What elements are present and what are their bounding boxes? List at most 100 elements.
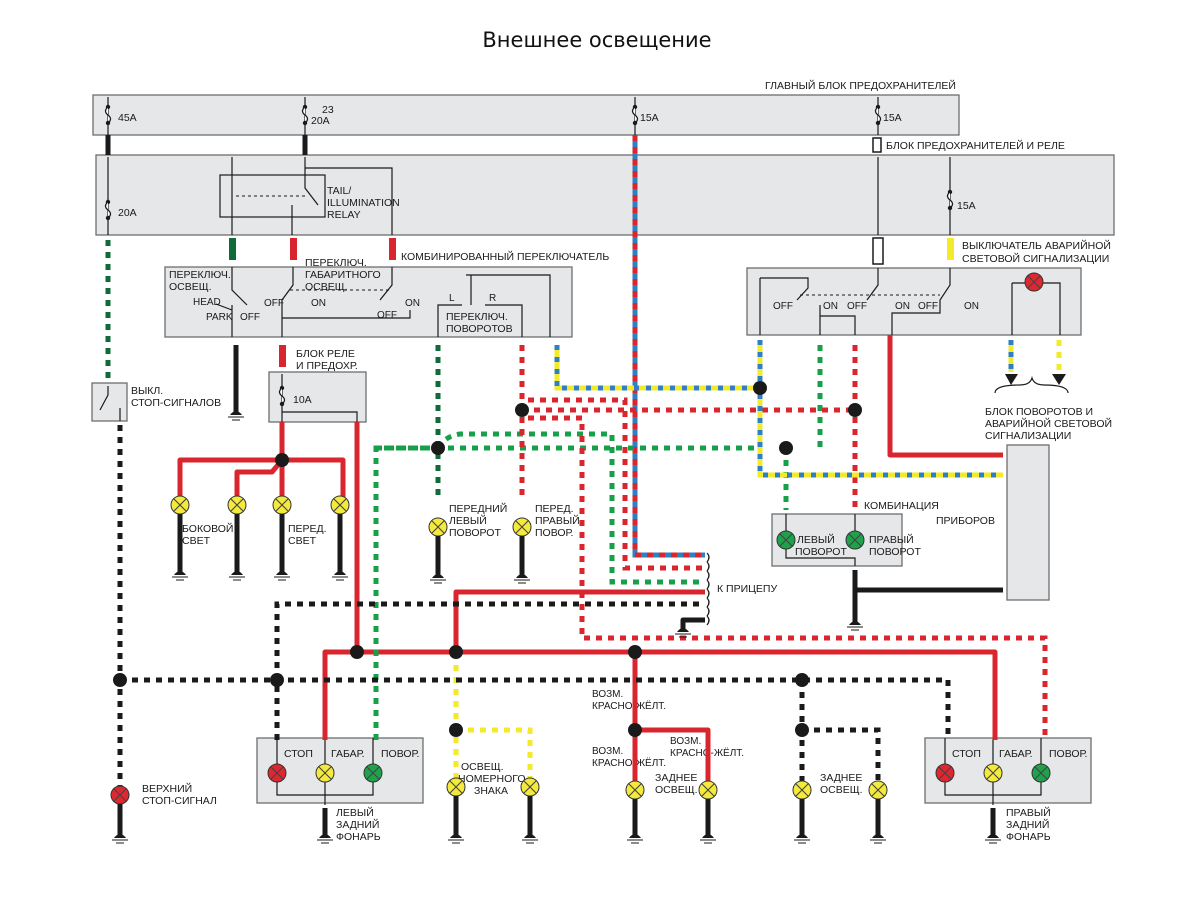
right-tail-lamp-icon-cross [986,766,1000,780]
right-tail-label: ГАБАР. [999,748,1033,760]
ground-icon [319,834,331,838]
off-label-2: OFF [264,298,284,309]
junction-node [795,673,809,687]
rear-light-label-2a: ЗАДНЕЕ [820,772,862,784]
right-turn-ind-label-1: ПРАВЫЙ [869,533,914,546]
hazard-left-wire [783,345,823,510]
side-light-label-2: СВЕТ [182,535,211,547]
junction-nodes-layer [113,381,862,737]
ground-icon-lines [627,839,643,844]
trailer-connector-pin [706,615,710,626]
stub-yellow [947,238,954,260]
fuse-relay-block-label: БЛОК ПРЕДОХРАНИТЕЛЕЙ И РЕЛЕ [886,139,1065,152]
junction-node [449,723,463,737]
tail-relay-box [219,174,326,218]
front-right-turn-label-3: ПОВОР. [535,527,573,539]
plate-lamp-right-icon-cross [523,780,537,794]
left-turn-ind-label-1: ЛЕВЫЙ [797,533,835,546]
rear-illum-black-wire [799,680,881,790]
hazard-on-3: ON [964,301,979,312]
stub-red-3 [279,345,286,367]
right-turn-ind-label-2: ПОВОРОТ [869,546,921,558]
ground-icon [629,834,641,838]
turn-l-label: L [449,293,455,304]
brake-switch-label-1: ВЫКЛ. [131,385,163,397]
ground-icon [702,834,714,838]
fuse-15a-b-label: 15A [883,112,902,124]
ground-icon [524,834,536,838]
possible-ry-label-3a: ВОЗМ. [670,736,701,747]
rear-tail-wire [322,649,998,740]
fuse-20a-icon-terminal [105,215,111,221]
side-light-label-1: БОКОВОЙ [182,522,233,535]
front-left-turn-label-1: ПЕРЕДНИЙ [449,502,507,515]
right-rear-label-2: ЗАДНИЙ [1006,818,1049,831]
rear-illum-lamp-1-icon-cross [628,783,642,797]
rear-illum-wire [632,652,711,790]
flasher-unit-block [1006,444,1050,601]
brake-switch-label-2: СТОП-СИГНАЛОВ [131,397,221,409]
ground-icon-lines [847,626,863,631]
fuse-20a-top-label: 20A [311,115,330,127]
fuse-45a-icon-terminal [105,120,111,126]
junction-node [275,453,289,467]
turn-switch-label-1: ПЕРЕКЛЮЧ. [446,311,508,323]
stub-red-1 [290,238,297,260]
plate-lamp-wire [453,665,533,780]
possible-ry-label-1a: ВОЗМ. [592,689,623,700]
trailer-connector-pin [706,561,710,572]
left-turn-indicator-icon-cross [779,533,793,547]
left-stop-wire [274,601,705,740]
fuse-20a-icon [104,201,112,219]
high-stop-lamp-icon-cross [113,788,127,802]
flasher-label-2: АВАРИЙНОЙ СВЕТОВОЙ [985,417,1112,430]
rear-light-label-1a: ЗАДНЕЕ [655,772,697,784]
fuse-20a-label: 20A [118,207,137,219]
front-right-turn-label-2: ПРАВЫЙ [535,514,580,527]
blue-red-wire [632,135,705,558]
ground-icon-lines [985,839,1001,844]
fuse-10a-icon-terminal [279,401,285,407]
fuse-45a-label: 45A [118,112,137,124]
hazard-off-3: OFF [918,301,938,312]
trailer-connector-pin [706,588,710,599]
ground-icon-lines [317,839,333,844]
fuse-15a-b-icon-terminal [875,120,881,126]
tail-relay-label-3: RELAY [327,209,361,221]
relay-fuse-block [268,371,367,423]
main-fuse-block [92,94,960,136]
front-left-turn-label-3: ПОВОРОТ [449,527,501,539]
stop-bus-wire [120,677,951,740]
junction-node [779,441,793,455]
hazard-switch-label-2: СВЕТОВОЙ СИГНАЛИЗАЦИИ [962,252,1109,265]
ground-icon [516,574,528,578]
turn-r-label: R [489,293,496,304]
left-rear-label-1: ЛЕВЫЙ [336,806,374,819]
parking-switch-label-3: ОСВЕЩ. [305,281,348,293]
right-rear-label-3: ФОНАРЬ [1006,831,1051,843]
fuse-relay-block [95,154,1115,236]
hazard-on-2: ON [895,301,910,312]
junction-node [628,723,642,737]
ground-icon [987,834,999,838]
ground-icon [276,571,288,575]
park-label: PARK [206,312,233,323]
off-label-3: OFF [377,310,397,321]
cluster-label-2: ПРИБОРОВ [936,515,995,527]
trailer-label: К ПРИЦЕПУ [717,583,777,595]
ground-icon-lines [228,416,244,421]
ground-icon [849,621,861,625]
front-lamp-icon-cross [230,498,244,512]
cluster-ground-wire [852,570,1003,620]
junction-node [848,403,862,417]
trailer-connector-pin [706,606,710,617]
possible-ry-label-2a: ВОЗМ. [592,746,623,757]
trailer-connector-pin [706,597,710,608]
lamps-layer [110,272,1051,805]
grounds-layer [112,405,1001,844]
ground-icon [334,571,346,575]
ground-icon-lines [274,576,290,581]
left-tail-lamp-icon-cross [318,766,332,780]
yellow-blue-wire [554,345,1003,478]
plate-label-1: ОСВЕЩ. [461,761,504,773]
